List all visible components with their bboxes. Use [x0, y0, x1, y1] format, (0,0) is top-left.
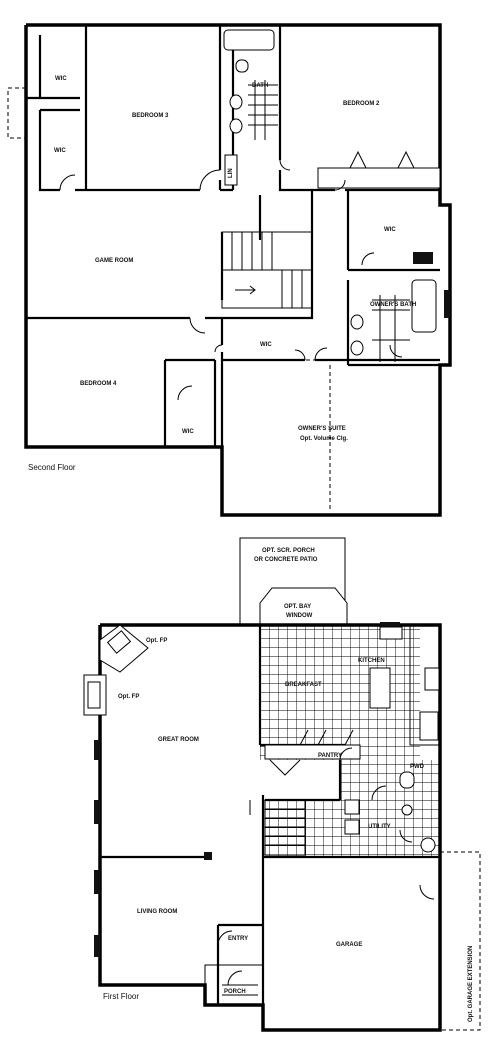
water-heater	[420, 837, 436, 853]
label-wic-right: WIC	[384, 227, 396, 233]
caption-first-floor: First Floor	[103, 992, 139, 1001]
first-floor: OPT. SCR. PORCH OR CONCRETE PATIO OPT. B…	[83, 537, 481, 1032]
fireplace-corner	[99, 624, 149, 673]
owners-sink-1	[350, 314, 364, 330]
label-porch: PORCH	[224, 989, 246, 995]
label-bedroom2: BEDROOM 2	[343, 101, 380, 107]
vanity-sink-2	[229, 118, 243, 134]
label-bedroom3: BEDROOM 3	[132, 113, 169, 119]
label-owners-suite-note: Opt. Volume Clg.	[300, 436, 348, 442]
kitchen-island	[369, 667, 391, 709]
label-owners-suite: OWNER'S SUITE	[298, 426, 346, 432]
owners-shelf	[413, 252, 433, 264]
caption-second-floor: Second Floor	[28, 463, 76, 472]
label-breakfast: BREAKFAST	[285, 682, 322, 688]
toilet	[235, 59, 249, 73]
label-utility: UTILITY	[368, 824, 391, 830]
owners-tub	[411, 279, 437, 333]
label-great-room: GREAT ROOM	[158, 737, 199, 743]
label-pantry: PANTRY	[318, 753, 342, 759]
owners-sink-2	[350, 340, 364, 356]
label-opt-fp-2: Opt. FP	[118, 694, 139, 700]
label-bedroom4: BEDROOM 4	[80, 381, 117, 387]
entry-steps	[222, 984, 258, 996]
label-bath: BATH	[252, 83, 268, 89]
second-floor-interior-walls	[24, 25, 440, 447]
fireplace-wall	[83, 674, 107, 716]
dryer	[344, 819, 360, 835]
garage-extension-dashed	[440, 851, 481, 1031]
linen-shelf	[224, 154, 238, 186]
kitchen-sink	[379, 626, 403, 640]
washer	[344, 799, 360, 815]
second-floor: WIC WIC BEDROOM 3 BATH LIN BEDROOM 2 WIC…	[7, 23, 452, 517]
pantry-shelf	[264, 744, 361, 760]
label-entry: ENTRY	[228, 936, 248, 942]
label-wic-left: WIC	[54, 148, 66, 154]
fridge	[419, 711, 439, 741]
porch	[204, 964, 264, 1006]
label-scr-porch-2: OR CONCRETE PATIO	[254, 557, 318, 563]
bumpout-dashed	[7, 87, 26, 139]
label-lin: LIN	[228, 168, 234, 178]
label-opt-fp-1: Opt. FP	[146, 638, 167, 644]
label-wic-top-left: WIC	[55, 76, 67, 82]
bedroom2-closet	[317, 167, 441, 189]
label-scr-porch-1: OPT. SCR. PORCH	[262, 548, 315, 554]
label-wic-lower: WIC	[182, 429, 194, 435]
tiled-floor	[260, 625, 440, 856]
label-garage-extension: Opt. GARAGE EXTENSION	[468, 946, 474, 1022]
label-bay-1: OPT. BAY	[284, 604, 311, 610]
stair-lower	[264, 799, 306, 856]
pwd-toilet	[399, 771, 415, 789]
label-pwd: PWD	[410, 764, 425, 770]
vanity-sink-1	[229, 94, 243, 110]
stair-upper	[221, 231, 313, 309]
door-swings-lower	[217, 747, 435, 986]
label-garage: GARAGE	[336, 942, 362, 948]
bath-tub	[223, 29, 275, 51]
pwd-sink	[401, 804, 413, 816]
label-wic-center: WIC	[260, 342, 272, 348]
label-bay-2: WINDOW	[286, 613, 313, 619]
label-game-room: GAME ROOM	[95, 258, 133, 264]
door-swings-upper	[59, 159, 403, 401]
label-owners-bath: OWNER'S BATH	[370, 302, 416, 308]
label-living-room: LIVING ROOM	[137, 909, 177, 915]
label-kitchen: KITCHEN	[358, 658, 385, 664]
bath-tile	[248, 80, 278, 140]
range	[424, 667, 440, 691]
